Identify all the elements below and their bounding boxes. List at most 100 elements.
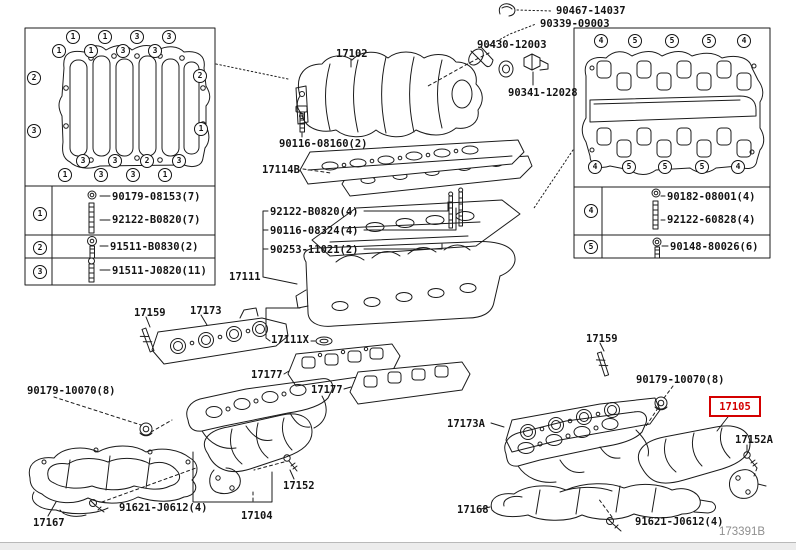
callout-17177-left[interactable]: 17177 [251,369,283,381]
diagram-marker: 3 [126,168,140,182]
nut-90179-left-icon [139,422,153,437]
callout-91621-right[interactable]: 91621-J0612(4) [635,516,724,528]
diagram-marker: 3 [130,30,144,44]
table-marker-4: 4 [584,204,598,218]
upper-intake-manifold-drawing [295,51,483,138]
callout-assembly-part-2[interactable]: 90116-08324(4) [270,225,359,237]
table-marker-3: 3 [33,265,47,279]
diagram-marker: 4 [731,160,745,174]
table-part-90148-80026[interactable]: 90148-80026(6) [670,241,759,253]
left-table-hardware-icons [87,190,111,283]
diagram-marker: 1 [52,44,66,58]
clip-icon [498,3,516,17]
screw-91621-left-icon [89,499,105,513]
diagram-marker: 3 [148,44,162,58]
callout-17159-right[interactable]: 17159 [586,333,618,345]
diagram-marker: 3 [27,124,41,138]
diagram-marker: 3 [76,154,90,168]
diagram-marker: 5 [622,160,636,174]
table-marker-5: 5 [584,240,598,254]
diagram-marker: 3 [116,44,130,58]
bolt-17152a-icon [743,451,758,469]
callout-17152a[interactable]: 17152A [735,434,773,446]
callout-17104[interactable]: 17104 [241,510,273,522]
upper-manifold-gasket-drawing [299,139,533,197]
exhaust-manifold-left-drawing [186,378,333,495]
diagram-marker: 4 [588,160,602,174]
table-part-91511-j0820[interactable]: 91511-J0820(11) [112,265,207,277]
diagram-marker: 3 [162,30,176,44]
leader-lines [47,9,758,518]
table-marker-1: 1 [33,207,47,221]
table-part-90179-08153[interactable]: 90179-08153(7) [112,191,201,203]
callout-90430-12003[interactable]: 90430-12003 [477,39,547,51]
screw-91621-right-icon [606,517,622,532]
callout-assembly-part-3[interactable]: 90253-11021(2) [270,244,359,256]
diagram-marker: 1 [58,168,72,182]
diagram-marker: 3 [94,168,108,182]
callout-90341-12028[interactable]: 90341-12028 [508,87,578,99]
right-table-hardware-icons [651,188,669,259]
lower-intake-manifold-drawing [295,187,521,327]
callout-assembly-part-1[interactable]: 92122-B0820(4) [270,206,359,218]
bottom-window-edge [0,542,796,550]
callout-90116-08160[interactable]: 90116-08160(2) [279,138,368,150]
heat-insulator-17168-drawing [490,483,716,521]
callout-17102[interactable]: 17102 [336,48,368,60]
diagram-marker: 2 [27,71,41,85]
diagram-marker: 5 [658,160,672,174]
callout-17177-right[interactable]: 17177 [311,384,343,396]
ring-gasket-icon [498,60,514,78]
diagram-marker: 5 [665,34,679,48]
gasket-17173a-drawing [505,397,661,453]
diagram-marker: 3 [172,154,186,168]
diagram-marker: 1 [84,44,98,58]
callout-90339-09003[interactable]: 90339-09003 [540,18,610,30]
callout-90179-right[interactable]: 90179-10070(8) [636,374,725,386]
manifold-bolt-icon [295,105,308,133]
callout-17167[interactable]: 17167 [33,517,65,529]
fiche-code: 173391B [719,526,766,538]
port-gaskets-17177-drawing [287,343,471,405]
stud-17159-right-icon [595,351,610,377]
callout-17168[interactable]: 17168 [457,504,489,516]
diagram-marker: 2 [140,154,154,168]
callout-17111x[interactable]: 17111X [271,334,309,346]
callout-17152[interactable]: 17152 [283,480,315,492]
gasket-17173-drawing [151,307,289,365]
callout-17105-highlighted[interactable]: 17105 [709,396,761,417]
callout-91621-left[interactable]: 91621-J0612(4) [119,502,208,514]
diagram-marker: 1 [98,30,112,44]
table-marker-2: 2 [33,241,47,255]
exhaust-manifold-right-drawing [504,411,767,499]
diagram-marker: 2 [193,69,207,83]
upper-intake-manifold-top-view [58,45,211,169]
diagram-marker: 5 [702,34,716,48]
diagram-marker: 1 [158,168,172,182]
stud-17159-left-icon [139,327,155,353]
callout-90179-left[interactable]: 90179-10070(8) [27,385,116,397]
callout-17114b[interactable]: 17114B [262,164,300,176]
diagram-marker: 1 [66,30,80,44]
callout-17173a[interactable]: 17173A [447,418,485,430]
diagram-marker: 5 [628,34,642,48]
diagram-marker: 4 [737,34,751,48]
diagram-marker: 5 [695,160,709,174]
callout-17159-left[interactable]: 17159 [134,307,166,319]
diagram-marker: 1 [194,122,208,136]
table-part-92122-60828[interactable]: 92122-60828(4) [667,214,756,226]
diagram-marker: 4 [594,34,608,48]
callout-90467-14037[interactable]: 90467-14037 [556,5,626,17]
table-part-92122-b0820[interactable]: 92122-B0820(7) [112,214,201,226]
table-part-91511-b0830[interactable]: 91511-B0830(2) [110,241,199,253]
table-part-90182-08001[interactable]: 90182-08001(4) [667,191,756,203]
screw-plug-icon [523,53,549,71]
callout-17111[interactable]: 17111 [229,271,261,283]
heat-insulator-17167-drawing [28,445,198,517]
diagram-marker: 3 [108,154,122,168]
callout-17173[interactable]: 17173 [190,305,222,317]
bolt-17152-icon [283,454,298,472]
gasket-17111x-icon [315,336,333,346]
